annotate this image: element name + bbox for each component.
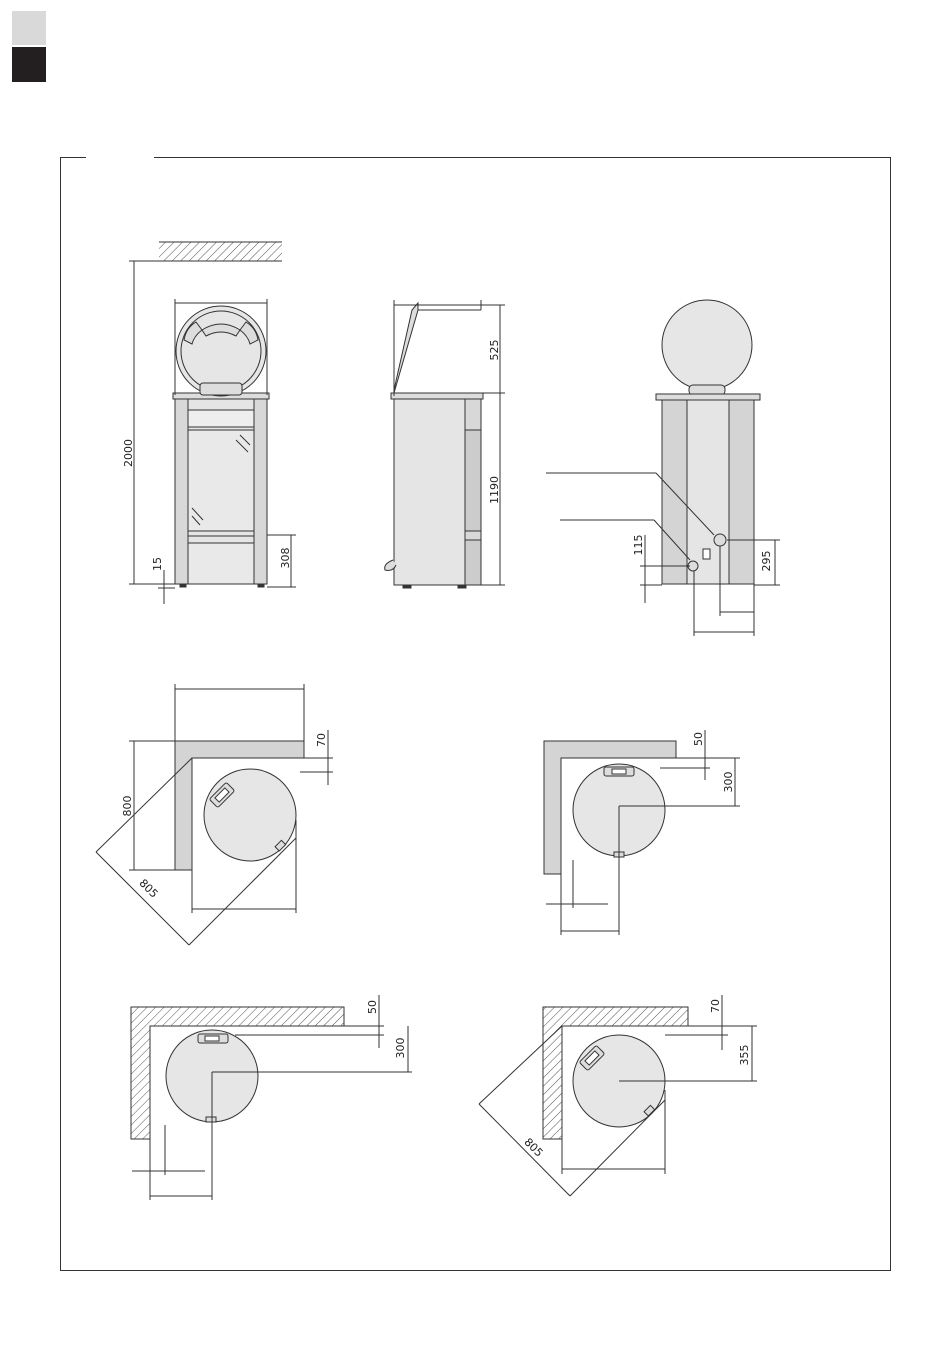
plan4-dim-355: 355: [738, 1045, 751, 1066]
dim-high-295: 295: [760, 551, 773, 572]
front-glass-door: [188, 430, 254, 531]
plan4-dim-805: 805: [521, 1136, 545, 1160]
rear-view: [546, 300, 780, 636]
rear-top-dome: [662, 300, 752, 390]
front-view: [129, 242, 296, 604]
plan3-dim-50: 50: [366, 1000, 379, 1014]
dim-outlet-308: 308: [279, 548, 292, 569]
plan4-dim-70: 70: [709, 999, 722, 1013]
plan-view-4: [479, 995, 757, 1196]
dim-low-115: 115: [632, 535, 645, 556]
plan3-dim-300: 300: [394, 1038, 407, 1059]
dim-body-1190: 1190: [488, 476, 501, 504]
plan2-dim-50: 50: [692, 732, 705, 746]
side-view: [385, 300, 505, 588]
plan1-dim-805: 805: [136, 877, 160, 901]
air-inlet-icon: [714, 534, 726, 546]
plan1-dim-800: 800: [121, 796, 134, 817]
dim-top-525: 525: [488, 340, 501, 361]
plan1-dim-70: 70: [315, 733, 328, 747]
ceiling-hatch: [159, 242, 282, 261]
plan2-dim-300: 300: [722, 772, 735, 793]
dim-height-2000: 2000: [122, 439, 135, 467]
plan-view-2: [544, 730, 740, 935]
dim-foot-15: 15: [151, 557, 164, 571]
plan-view-3: [131, 995, 412, 1200]
